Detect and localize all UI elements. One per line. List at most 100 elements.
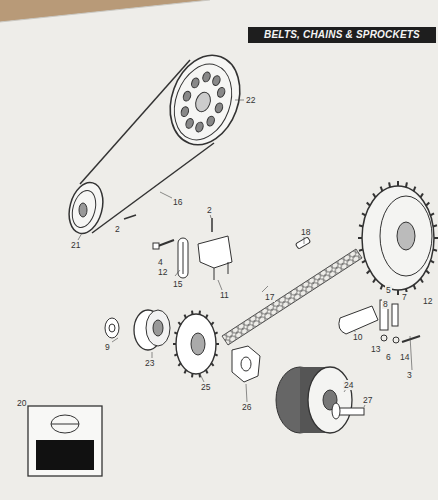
clutch-tooth bbox=[367, 270, 370, 273]
paper-edge bbox=[0, 0, 210, 22]
callout-number: 21 bbox=[70, 240, 81, 250]
bracket bbox=[198, 236, 232, 268]
section-title: BELTS, CHAINS & SPROCKETS bbox=[248, 27, 436, 43]
leader-line bbox=[246, 384, 247, 402]
clutch-tooth bbox=[433, 225, 437, 226]
callout-number: 15 bbox=[172, 279, 183, 289]
callout-number: 4 bbox=[157, 257, 164, 267]
belt bbox=[92, 143, 214, 233]
package-panel bbox=[36, 440, 94, 470]
clutch-tooth bbox=[381, 187, 383, 192]
spacer-face bbox=[146, 310, 170, 346]
nut bbox=[393, 337, 399, 343]
clutch-tooth bbox=[381, 285, 383, 290]
leader-line bbox=[160, 192, 172, 198]
drawing bbox=[28, 45, 438, 476]
callout-number: 10 bbox=[352, 332, 363, 342]
clutch-hub bbox=[397, 222, 415, 250]
clutch-tooth bbox=[426, 202, 429, 205]
rear-pulley bbox=[158, 45, 251, 154]
callout-number: 20 bbox=[16, 398, 27, 408]
package-emblem bbox=[51, 424, 79, 425]
sprocket-tooth bbox=[206, 370, 208, 373]
drum-face bbox=[308, 367, 352, 433]
clutch-tooth bbox=[362, 261, 366, 263]
rear-pulley-rim bbox=[164, 56, 241, 148]
callout-number: 14 bbox=[399, 352, 410, 362]
callout-number: 5 bbox=[385, 285, 392, 295]
sprocket-tooth bbox=[178, 322, 180, 325]
leader-line bbox=[304, 236, 305, 244]
clutch-tooth bbox=[420, 193, 422, 197]
sprocket-tooth bbox=[173, 343, 176, 345]
sprocket-tooth bbox=[178, 363, 180, 366]
pin bbox=[124, 215, 136, 219]
leader-line bbox=[175, 270, 180, 276]
sprocket-tooth bbox=[191, 374, 194, 378]
leader-line bbox=[200, 374, 204, 382]
callout-number: 2 bbox=[206, 205, 213, 215]
callout-number: 12 bbox=[157, 267, 168, 277]
leader-line bbox=[218, 280, 222, 290]
clutch-tooth bbox=[362, 213, 366, 215]
sprocket-nut bbox=[232, 346, 260, 382]
front-pulley-groove bbox=[68, 188, 99, 230]
title-band: BELTS, CHAINS & SPROCKETS bbox=[248, 27, 436, 43]
clutch-tooth bbox=[367, 202, 370, 205]
pin bbox=[211, 218, 213, 232]
sprocket-tooth bbox=[185, 370, 187, 373]
pulley-hole bbox=[194, 121, 204, 133]
callout-number: 27 bbox=[362, 395, 373, 405]
callout-number: 13 bbox=[370, 344, 381, 354]
tensioner-slot bbox=[183, 242, 184, 274]
sprocket-hub bbox=[191, 333, 205, 355]
clutch-tooth bbox=[373, 279, 375, 283]
pulley-hole bbox=[214, 102, 224, 114]
sprocket-tooth bbox=[191, 311, 194, 315]
clutch-tooth bbox=[358, 237, 362, 239]
bolt bbox=[158, 240, 174, 246]
spacer-bore bbox=[153, 320, 163, 336]
clutch-tooth bbox=[420, 279, 422, 283]
clutch-tooth bbox=[405, 182, 408, 187]
sprocket-tooth bbox=[174, 354, 177, 355]
washer-hole bbox=[109, 324, 115, 332]
leader-line bbox=[235, 100, 244, 101]
chain-tensioner bbox=[178, 238, 188, 278]
callout-number: 26 bbox=[241, 402, 252, 412]
bracket-foot bbox=[214, 268, 215, 280]
clutch-tooth bbox=[430, 261, 434, 263]
callout-number: 23 bbox=[144, 358, 155, 368]
tensioner-shoe bbox=[339, 306, 378, 334]
clutch-basket bbox=[362, 186, 434, 290]
clutch-tooth bbox=[414, 285, 416, 290]
clutch-tooth bbox=[397, 181, 399, 186]
leader-lines bbox=[78, 100, 412, 407]
washer bbox=[381, 335, 387, 341]
clutch-tooth bbox=[414, 187, 416, 192]
product-package bbox=[28, 406, 102, 476]
pulley-hole bbox=[182, 90, 192, 102]
bolt-head bbox=[153, 243, 159, 249]
engine-sprocket bbox=[176, 314, 216, 374]
sprocket-tooth bbox=[215, 332, 218, 333]
sprocket-tooth bbox=[185, 315, 187, 318]
clutch-basket-inner bbox=[380, 196, 432, 276]
callout-number: 18 bbox=[300, 227, 311, 237]
leader-line bbox=[78, 233, 82, 240]
front-pulley bbox=[64, 179, 108, 238]
clutch-tooth bbox=[430, 213, 434, 215]
pulley-hole bbox=[206, 115, 216, 127]
callout-number: 3 bbox=[406, 370, 413, 380]
leader-line bbox=[112, 338, 118, 342]
clutch-tooth bbox=[359, 250, 363, 251]
sprocket-tooth bbox=[211, 363, 213, 366]
master-link bbox=[295, 237, 310, 249]
clutch-tooth bbox=[397, 290, 399, 295]
callout-number: 22 bbox=[245, 95, 256, 105]
sprocket-tooth bbox=[211, 322, 213, 325]
pulley-hole bbox=[211, 75, 221, 87]
sprocket-tooth bbox=[198, 311, 201, 315]
